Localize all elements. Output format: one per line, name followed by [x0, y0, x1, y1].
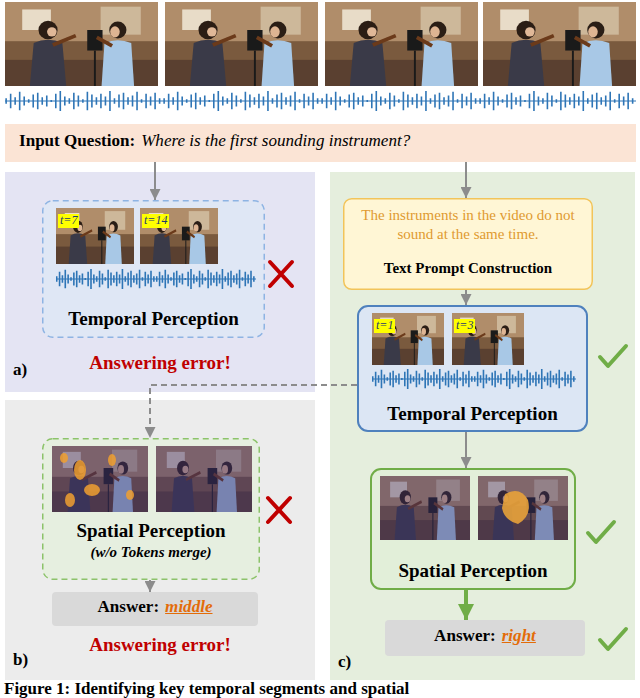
question-band: Input Question: Where is the first soundi…	[5, 124, 636, 162]
box-outline	[358, 306, 587, 431]
connector-arrow	[465, 162, 467, 198]
panel: c) The instruments in the video do not so…	[330, 172, 635, 680]
text-label: Answer:	[434, 626, 496, 646]
node-text: Text Prompt Construction	[343, 260, 593, 277]
box-outline	[5, 124, 636, 162]
text-slot: t=7	[58, 210, 79, 228]
connector-arrow	[150, 385, 357, 438]
text-value: middle	[165, 597, 212, 617]
box-outline	[5, 172, 315, 392]
box-outline	[52, 592, 258, 626]
text-slot: t=1	[374, 315, 395, 333]
text-slot: Spatial Perception	[370, 560, 576, 582]
prompt-box: The instruments in the video do not soun…	[343, 198, 593, 290]
text-slot: t=3	[454, 315, 475, 333]
text-label: Answer:	[98, 597, 160, 617]
answer-box: Answer: right	[385, 620, 585, 656]
time-label: t=14	[142, 214, 169, 228]
node-text: Answering error!	[5, 352, 315, 374]
node-text: Spatial Perception	[42, 520, 260, 542]
text-slot: (w/o Tokens merge)	[42, 544, 260, 561]
text-row: Answer:middle	[52, 597, 258, 617]
connector-arrow	[465, 290, 467, 305]
box-outline	[5, 400, 315, 680]
connector-arrow	[464, 590, 468, 620]
box-outline	[43, 201, 265, 338]
text-label: Input Question:	[19, 131, 135, 151]
node-text: b)	[13, 650, 43, 670]
node-text: Temporal Perception	[42, 308, 265, 330]
text-slot: Temporal Perception	[42, 308, 265, 330]
text-value: right	[502, 626, 536, 646]
box-outline	[43, 439, 260, 580]
box-outline	[330, 172, 635, 680]
text-slot: Temporal Perception	[357, 403, 588, 425]
time-label: t=1	[374, 319, 395, 333]
node-text: The instruments in the video do not soun…	[359, 206, 577, 244]
text-slot: Text Prompt Construction	[343, 260, 593, 277]
text-slot: Answering error!	[5, 352, 315, 374]
box-outline	[344, 199, 593, 290]
text-slot: The instruments in the video do not soun…	[359, 206, 577, 244]
connector-arrow	[465, 432, 467, 468]
box-outline	[371, 469, 575, 589]
text-slot: Spatial Perception	[42, 520, 260, 542]
text-row: Answer: right	[385, 626, 585, 646]
text-slot: Answering error!	[5, 634, 315, 656]
text-slot: t=14	[142, 210, 169, 228]
time-label: t=7	[58, 214, 79, 228]
panel: b)Answering error! Spatial Perception (w/o…	[5, 400, 315, 680]
text-slot: a)	[13, 360, 43, 380]
node-text: Answering error!	[5, 634, 315, 656]
node-text: Spatial Perception	[370, 560, 576, 582]
panel: a)Answering error! Temporal Perception	[5, 172, 315, 392]
node-text: c)	[338, 652, 368, 672]
node-text: (w/o Tokens merge)	[42, 544, 260, 561]
connector-arrow	[154, 162, 156, 200]
connector-arrow	[149, 580, 151, 592]
box-outline	[385, 620, 585, 656]
text-value: Where is the first sounding instrument?	[141, 131, 410, 151]
node-text: a)	[13, 360, 43, 380]
answer-box: Answer:middle	[52, 592, 258, 626]
figure-caption: Figure 1: Identifying key temporal segme…	[4, 680, 409, 698]
time-label: t=3	[454, 319, 475, 333]
perception-box: Spatial Perception	[370, 468, 576, 590]
text-row: Input Question: Where is the first soundi…	[5, 131, 636, 151]
node-text: Temporal Perception	[357, 403, 588, 425]
text-slot: Figure 1: Identifying key temporal segme…	[4, 680, 409, 698]
perception-box: Spatial Perception (w/o Tokens merge)	[42, 438, 260, 580]
text-slot: b)	[13, 650, 43, 670]
text-slot: c)	[338, 652, 368, 672]
